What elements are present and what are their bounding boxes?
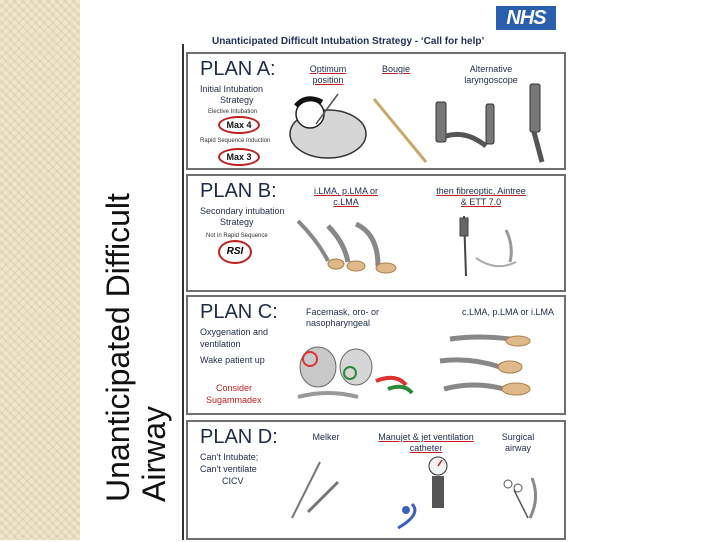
plan-a-item-laryngoscope: Alternative laryngoscope	[464, 64, 518, 85]
plan-b-subtitle-2: Strategy	[220, 217, 254, 227]
bougie-icon	[372, 98, 428, 163]
plan-d-item-surgical: Surgical airway	[501, 432, 535, 453]
plan-a-subtitle-2: Strategy	[220, 95, 254, 105]
plan-d-subtitle-1: Can't Intubate;	[200, 452, 259, 462]
plan-b-item-lma: i.LMA, p.LMA or c.LMA	[313, 186, 379, 207]
plan-a-note-elective: Elective Intubation	[208, 109, 258, 115]
plan-c-item-lma: c.LMA, p.LMA or i.LMA	[461, 307, 555, 317]
slide-title-line-2: Airway	[136, 405, 172, 502]
plan-d-item-melker: Melker	[312, 432, 340, 442]
plan-a-item-position: Optimum position	[309, 64, 347, 85]
lma-options-icon	[439, 334, 531, 396]
plan-c-panel: PLAN C: Oxygenation and ventilation Wake…	[186, 295, 566, 415]
plan-a-item-bougie: Bougie	[381, 64, 411, 74]
plan-c-subtitle-2: ventilation	[200, 339, 241, 349]
lma-devices-icon	[296, 219, 397, 274]
melker-kit-icon	[291, 461, 340, 519]
slide-title: Unanticipated Difficult Airway	[96, 0, 176, 540]
plan-d-subtitle-2: Can't ventilate	[200, 464, 257, 474]
document-left-rule	[182, 44, 184, 540]
plan-c-item-facemask: Facemask, oro- or nasopharyngeal	[306, 307, 380, 328]
plan-c-subtitle-1: Oxygenation and	[200, 327, 269, 337]
plan-c-heading: PLAN C:	[200, 301, 278, 323]
plan-b-subtitle-1: Secondary intubation	[200, 206, 285, 216]
plan-b-panel: PLAN B: Secondary intubation Strategy No…	[186, 174, 566, 292]
plan-a-note-rsi: Rapid Sequence Induction	[200, 138, 271, 144]
fibreoptic-scope-icon	[459, 215, 517, 277]
plan-b-illustrations	[296, 215, 517, 277]
paper-texture-strip	[0, 0, 80, 540]
plan-a-heading: PLAN A:	[200, 58, 276, 80]
plan-b-heading: PLAN B:	[200, 180, 277, 202]
plan-b-rsi-badge: RSI	[218, 240, 252, 264]
plan-d-panel: PLAN D: Can't Intubate; Can't ventilate …	[186, 420, 566, 540]
plan-c-subtitle-3: Wake patient up	[200, 355, 265, 365]
plan-a-illustrations	[289, 83, 545, 163]
airway-adjuncts-icon	[297, 375, 414, 399]
slide-title-line-1: Unanticipated Difficult	[100, 193, 136, 502]
plan-c-note-sugammadex: Sugammadex	[206, 395, 262, 405]
plan-a-badge-max3: Max 3	[218, 148, 260, 166]
plan-d-heading: PLAN D:	[200, 426, 278, 448]
plan-b-item-fibreoptic: then fibreoptic, Aintree & ETT 7.0	[436, 186, 526, 207]
surgical-airway-icon	[503, 477, 537, 519]
plan-d-illustrations	[291, 456, 537, 530]
plan-a-subtitle-1: Initial Intubation	[200, 84, 264, 94]
plan-d-subtitle-3: CICV	[222, 476, 244, 486]
plan-c-note-consider: Consider	[216, 383, 253, 393]
plan-c-illustrations	[297, 334, 531, 399]
plan-a-badge-max4: Max 4	[218, 116, 260, 134]
manujet-icon	[397, 456, 448, 530]
patient-positioning-icon	[289, 93, 367, 159]
laryngoscope-icon	[435, 83, 545, 163]
plan-a-panel: PLAN A: Initial Intubation Strategy Elec…	[186, 52, 566, 170]
nhs-logo: NHS	[496, 6, 556, 30]
facemask-icon	[299, 346, 373, 388]
plan-d-item-manujet: Manujet & jet ventilation catheter	[378, 432, 474, 453]
document-title: Unanticipated Difficult Intubation Strat…	[212, 36, 485, 47]
plan-b-note: Not in Rapid Sequence	[206, 233, 268, 239]
